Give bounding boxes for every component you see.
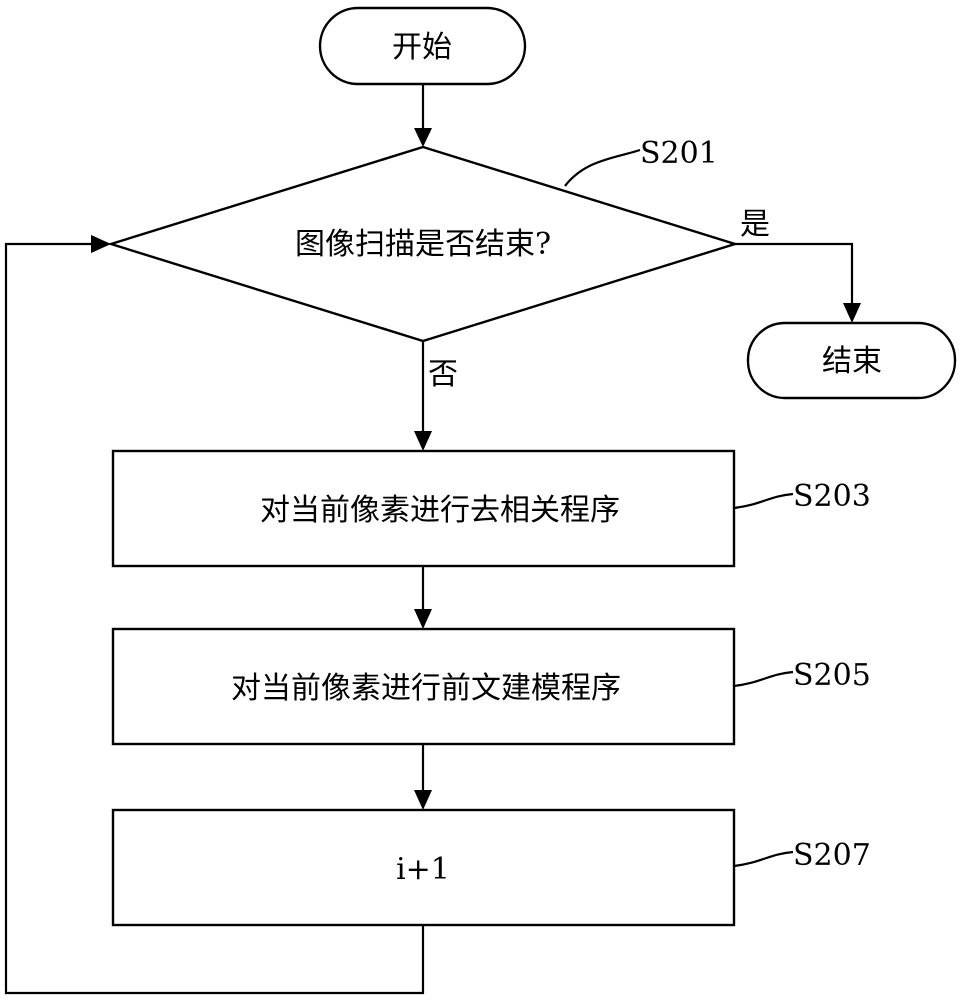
end-label: 结束 bbox=[822, 344, 882, 379]
step-s203: S203 bbox=[733, 479, 871, 514]
start-node: 开始 bbox=[318, 6, 527, 86]
process-decorrelation: 对当前像素进行去相关程序 bbox=[111, 449, 736, 568]
process-context-modeling-label: 对当前像素进行前文建模程序 bbox=[231, 671, 621, 706]
yes-label: 是 bbox=[740, 207, 770, 242]
step-label-s207: S207 bbox=[793, 838, 871, 873]
decision-node: 图像扫描是否结束? bbox=[106, 145, 740, 343]
no-branch: 否 bbox=[414, 341, 458, 451]
process-increment: i+1 bbox=[111, 808, 736, 927]
loop-back-connector bbox=[4, 235, 425, 995]
process-decorrelation-label: 对当前像素进行去相关程序 bbox=[260, 493, 620, 528]
step-s207: S207 bbox=[733, 838, 871, 873]
decision-label: 图像扫描是否结束? bbox=[295, 227, 551, 262]
process-context-modeling: 对当前像素进行前文建模程序 bbox=[111, 627, 736, 746]
arrow-p1-to-p2 bbox=[414, 566, 432, 629]
end-node: 结束 bbox=[746, 321, 957, 400]
step-label-s203: S203 bbox=[793, 479, 871, 514]
arrow-p2-to-p3 bbox=[414, 744, 432, 810]
yes-branch: 是 bbox=[735, 207, 861, 323]
start-label: 开始 bbox=[392, 30, 452, 65]
step-s201: S201 bbox=[564, 136, 718, 187]
process-increment-label: i+1 bbox=[396, 852, 450, 887]
arrow-start-to-decision bbox=[414, 84, 432, 147]
step-s205: S205 bbox=[733, 658, 871, 693]
no-label: 否 bbox=[428, 357, 458, 392]
step-label-s205: S205 bbox=[793, 658, 871, 693]
step-label-s201: S201 bbox=[640, 136, 718, 171]
